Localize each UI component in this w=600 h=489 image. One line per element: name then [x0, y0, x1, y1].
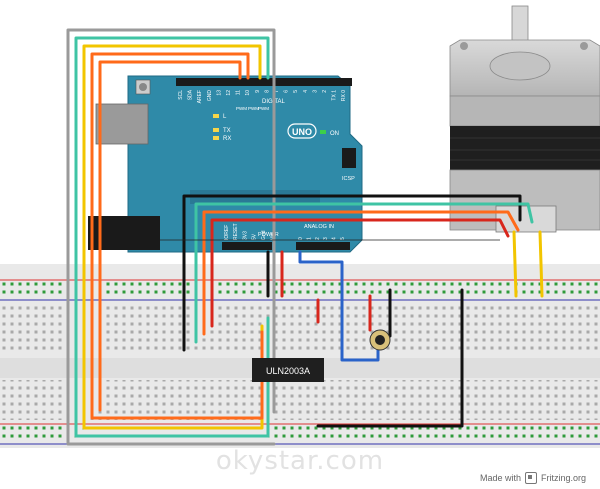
pin-label: RESET: [233, 223, 239, 240]
pin-label: 12: [226, 90, 232, 96]
pin-label: TX 1: [332, 90, 338, 101]
pin-label: SCL: [178, 90, 184, 100]
pin-label: GND: [207, 90, 213, 102]
fritzing-logo-icon: [524, 472, 537, 484]
on-label: ON: [330, 131, 339, 137]
pin-label: 10: [245, 90, 251, 96]
rx-led-label: RX: [223, 136, 231, 142]
orange-wire-pin11: [98, 60, 242, 412]
credit-prefix: Made with: [479, 473, 521, 483]
pin-label: 2: [322, 90, 328, 93]
ic-body: [252, 358, 324, 382]
credit-brand: Fritzing.org: [540, 473, 586, 483]
top-terminal-strip: [0, 306, 600, 354]
pwm-label: PWM: [248, 106, 259, 111]
pin-label: RX 0: [341, 90, 347, 101]
pin-label: 7: [274, 90, 280, 93]
usb-connector: [95, 103, 149, 145]
green-wire-pin8: [74, 36, 270, 438]
stepper-motor: [449, 5, 600, 233]
pin-label: 5: [340, 237, 346, 240]
orange-wire-pin10: [90, 52, 264, 420]
motor-boss: [489, 51, 551, 81]
motor-stack: [450, 126, 600, 170]
reset-button-cap: [139, 83, 147, 91]
blue-wire-a0: [298, 250, 380, 362]
tx-led: [213, 128, 219, 132]
analog-label: ANALOG IN: [304, 224, 334, 230]
watermark: okystar.com: [215, 446, 385, 476]
power-led: [320, 130, 326, 134]
yellow-motor-lead: [512, 230, 518, 298]
breadboard: [0, 264, 600, 448]
pin-label: 0: [298, 237, 304, 240]
pin-label: 4: [332, 237, 338, 240]
black-wire-motor: [182, 194, 522, 352]
bottom-power-rail: [0, 426, 600, 442]
wires: [66, 28, 544, 446]
green-wire-motor: [194, 202, 534, 344]
top-power-rail: [0, 282, 600, 298]
pot-knob: [375, 335, 385, 345]
l-led: [213, 114, 219, 118]
tx-led-label: TX: [223, 128, 231, 134]
motor-screw: [460, 42, 468, 50]
bottom-terminal-strip: [0, 380, 600, 420]
power-label: POWER: [258, 232, 279, 238]
ic-label: ULN2003A: [266, 366, 310, 376]
motor-connector: [495, 205, 557, 233]
pin-label: 4: [303, 90, 309, 93]
pin-label: IOREF: [224, 225, 230, 240]
pwm-label: PWM: [236, 106, 247, 111]
pin-label: 13: [216, 90, 222, 96]
pin-label: 3V3: [242, 231, 248, 240]
pin-label: 8: [264, 90, 270, 93]
pin-label: AREF: [197, 90, 203, 103]
pin-label: SDA: [188, 89, 194, 100]
icsp-label: ICSP: [342, 176, 355, 182]
motor-screw: [580, 42, 588, 50]
gray-wire: [66, 28, 276, 446]
red-wire-motor: [210, 218, 510, 328]
pwm-label: PWM: [258, 106, 269, 111]
pin-label: 2: [315, 237, 321, 240]
power-header: [222, 242, 272, 250]
pin-label: 6: [284, 90, 290, 93]
l-led-label: L: [223, 114, 227, 120]
uln2003a-chip: ULN2003A: [252, 358, 324, 382]
pin-label: 5: [293, 90, 299, 93]
pin-label: 1: [306, 237, 312, 240]
orange-wire-motor: [202, 210, 520, 336]
analog-header: [296, 242, 350, 250]
fritzing-credit: Made with Fritzing.org: [480, 472, 586, 484]
potentiometer: [369, 329, 391, 351]
uno-label: UNO: [292, 127, 312, 137]
digital-header: [176, 78, 352, 86]
icsp-header: [342, 148, 356, 168]
black-rail-wire: [316, 288, 464, 428]
pin-label: 11: [236, 90, 242, 95]
rx-led: [213, 136, 219, 140]
pin-label: 3: [323, 237, 329, 240]
uno-badge: [287, 123, 317, 139]
motor-upper-body: [449, 95, 600, 127]
yellow-motor-lead: [538, 230, 544, 298]
pin-label: Gnd: [261, 230, 267, 240]
pin-label: 9: [255, 90, 261, 93]
pin-label: 5V: [252, 233, 258, 240]
pin-label: 3: [312, 90, 318, 93]
